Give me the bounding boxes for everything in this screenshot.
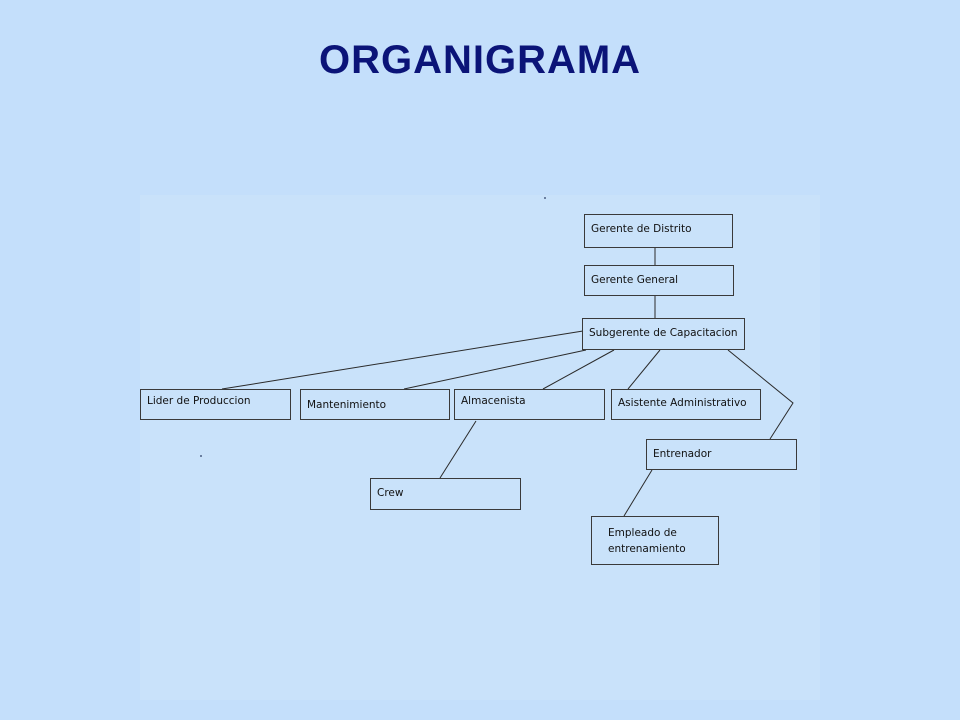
node-asistente-administrativo-label: Asistente Administrativo (618, 397, 747, 409)
connector-subgerente-mantenimiento (403, 349, 587, 390)
node-gerente-distrito: Gerente de Distrito (584, 214, 733, 248)
node-crew-label: Crew (377, 487, 404, 499)
node-asistente-administrativo: Asistente Administrativo (611, 389, 761, 420)
node-almacenista: Almacenista (454, 389, 605, 420)
node-lider-produccion-label: Lider de Produccion (147, 395, 251, 407)
node-empleado-entrenamiento-line1: Empleado de (608, 527, 677, 539)
slide-title: ORGANIGRAMA (318, 38, 642, 82)
connector-almacenista-crew (439, 420, 477, 479)
node-subgerente-capacitacion: Subgerente de Capacitacion (582, 318, 745, 350)
connector-subgerente-asistente (627, 349, 661, 390)
connector-subgerente-almacenista (542, 349, 615, 390)
node-entrenador-label: Entrenador (653, 448, 712, 460)
stray-dot (544, 197, 546, 199)
node-subgerente-capacitacion-label: Subgerente de Capacitacion (589, 327, 738, 339)
stray-dot (200, 455, 202, 457)
connector-subgerente-entrenador (727, 349, 794, 440)
node-mantenimiento: Mantenimiento (300, 389, 450, 420)
connector-entrenador-empleado (623, 469, 653, 517)
node-entrenador: Entrenador (646, 439, 797, 470)
node-empleado-entrenamiento: Empleado de entrenamiento (591, 516, 719, 565)
node-almacenista-label: Almacenista (461, 395, 526, 407)
connector-subgerente-lider (221, 330, 584, 390)
node-empleado-entrenamiento-line2: entrenamiento (608, 543, 686, 555)
node-crew: Crew (370, 478, 521, 510)
diagram-canvas (140, 195, 820, 700)
node-lider-produccion: Lider de Produccion (140, 389, 291, 420)
node-gerente-general: Gerente General (584, 265, 734, 296)
node-mantenimiento-label: Mantenimiento (307, 399, 387, 411)
node-gerente-distrito-label: Gerente de Distrito (591, 223, 692, 235)
node-gerente-general-label: Gerente General (591, 274, 679, 286)
